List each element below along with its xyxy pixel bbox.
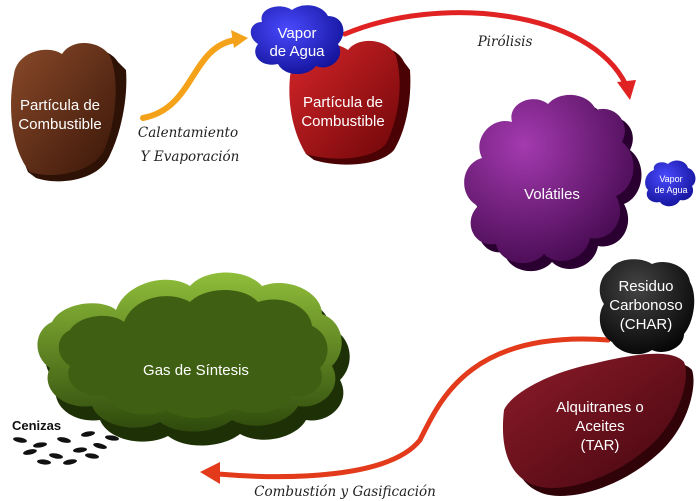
water-vapor-small-label-2: de Agua bbox=[654, 185, 687, 195]
combustion-arrow bbox=[200, 336, 611, 484]
pyrolysis-arrow bbox=[342, 10, 636, 100]
heating-label-1: Calentamiento bbox=[138, 125, 238, 141]
char-label-3: (CHAR) bbox=[620, 316, 673, 333]
ash-label: Cenizas bbox=[12, 418, 61, 433]
fuel-particle-heated-label-1: Partícula de bbox=[303, 94, 383, 111]
water-vapor-top-label-1: Vapor bbox=[278, 25, 317, 42]
water-vapor-top: Vapor de Agua bbox=[250, 5, 344, 75]
fuel-particle-raw: Partícula de Combustible bbox=[11, 42, 127, 182]
tar-oils: Alquitranes o Aceites (TAR) bbox=[502, 353, 694, 496]
volatiles-cloud: Volátiles bbox=[464, 94, 642, 272]
char-label-2: Carbonoso bbox=[609, 297, 682, 314]
water-vapor-top-label-2: de Agua bbox=[269, 43, 325, 60]
heating-arrow bbox=[140, 30, 248, 121]
syngas-label: Gas de Síntesis bbox=[143, 362, 249, 379]
fuel-particle-raw-label-1: Partícula de bbox=[20, 97, 100, 114]
fuel-particle-heated: Partícula de Combustible bbox=[289, 40, 411, 165]
water-vapor-small-label-1: Vapor bbox=[659, 174, 682, 184]
pyrolysis-label: Pirólisis bbox=[477, 34, 533, 50]
volatiles-label: Volátiles bbox=[524, 186, 580, 203]
char-label-1: Residuo bbox=[618, 278, 673, 295]
tar-label-1: Alquitranes o bbox=[556, 399, 644, 416]
fuel-particle-raw-label-2: Combustible bbox=[18, 116, 101, 133]
char-residue: Residuo Carbonoso (CHAR) bbox=[599, 259, 695, 355]
fuel-particle-heated-label-2: Combustible bbox=[301, 113, 384, 130]
ash: Cenizas bbox=[12, 418, 119, 465]
heating-label-2: Y Evaporación bbox=[141, 149, 240, 165]
water-vapor-small: Vapor de Agua bbox=[645, 160, 696, 207]
tar-label-2: Aceites bbox=[575, 418, 624, 435]
syngas-cloud: Gas de Síntesis bbox=[37, 272, 350, 446]
ash-flakes-icon bbox=[13, 431, 119, 465]
combustion-label: Combustión y Gasificación bbox=[254, 484, 436, 500]
tar-label-3: (TAR) bbox=[581, 437, 620, 454]
